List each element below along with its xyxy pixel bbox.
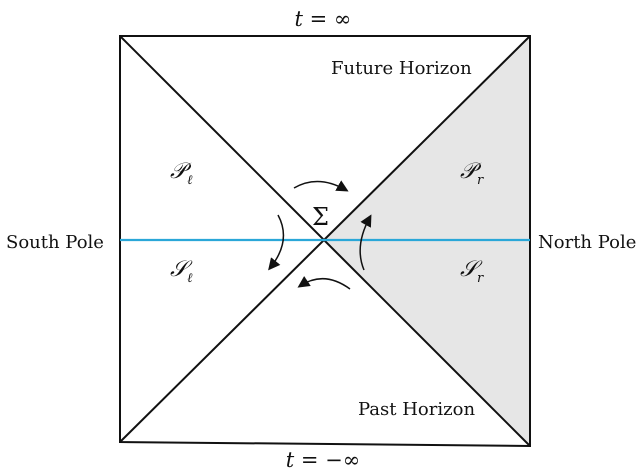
future-horizon-label: Future Horizon (331, 58, 472, 79)
arrow-lower (297, 276, 351, 290)
region-s-left-sub: ℓ (187, 271, 193, 286)
bottom-time-label: t = −∞ (286, 448, 360, 468)
arrow-left (268, 214, 285, 271)
arrow-right (359, 214, 372, 271)
south-pole-label: South Pole (6, 232, 104, 253)
sigma-label: Σ (312, 203, 329, 231)
region-p-left-sub: ℓ (187, 173, 193, 188)
arrow-upper (293, 180, 349, 192)
region-s-right-sub: r (477, 271, 484, 286)
past-horizon-label: Past Horizon (358, 399, 475, 420)
north-pole-label: North Pole (538, 232, 636, 253)
region-p-right-sub: r (477, 173, 484, 188)
top-time-label: t = ∞ (295, 7, 352, 31)
